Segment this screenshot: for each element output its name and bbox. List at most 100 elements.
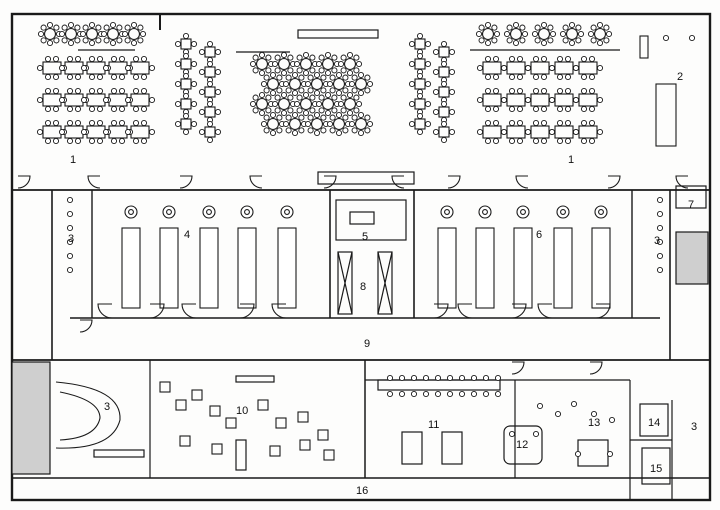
chair bbox=[102, 64, 110, 72]
label-3-corner: 3 bbox=[691, 421, 697, 433]
chair bbox=[519, 37, 526, 44]
chair bbox=[532, 87, 540, 95]
chair bbox=[492, 55, 500, 63]
chair bbox=[182, 112, 190, 120]
door-swing bbox=[447, 175, 461, 189]
bar-counter bbox=[591, 227, 611, 309]
chair bbox=[116, 37, 123, 44]
chair bbox=[478, 24, 485, 31]
chair bbox=[470, 390, 478, 398]
banquet-table bbox=[554, 125, 574, 139]
chair bbox=[568, 21, 576, 29]
square-table bbox=[204, 106, 216, 118]
chair bbox=[36, 96, 44, 104]
bar-counter bbox=[513, 227, 533, 309]
bar-counter bbox=[277, 227, 297, 309]
chair bbox=[342, 74, 349, 81]
round-table bbox=[127, 27, 141, 41]
round-table bbox=[343, 97, 357, 111]
round-table bbox=[321, 57, 335, 71]
chair bbox=[130, 39, 138, 47]
round-table bbox=[277, 57, 291, 71]
banquet-table bbox=[108, 125, 128, 139]
chair bbox=[58, 30, 66, 38]
banquet-table bbox=[130, 93, 150, 107]
chair bbox=[103, 37, 110, 44]
stool-seat bbox=[206, 209, 212, 215]
chair bbox=[588, 119, 596, 127]
chair bbox=[588, 73, 596, 81]
chair bbox=[269, 111, 277, 119]
chair bbox=[478, 37, 485, 44]
round-table bbox=[255, 57, 269, 71]
chair bbox=[287, 94, 294, 101]
kitchen-curve-inner bbox=[59, 391, 101, 441]
chair bbox=[124, 128, 132, 136]
door-swing bbox=[17, 175, 31, 189]
chair bbox=[556, 73, 564, 81]
chair bbox=[130, 21, 138, 29]
chair bbox=[337, 100, 345, 108]
label-10: 10 bbox=[236, 405, 248, 417]
chair bbox=[198, 68, 206, 76]
chair bbox=[340, 107, 347, 114]
chair bbox=[118, 73, 126, 81]
chair bbox=[564, 55, 572, 63]
chair bbox=[508, 87, 516, 95]
round-table bbox=[288, 117, 302, 131]
chair bbox=[139, 30, 147, 38]
chair bbox=[206, 120, 214, 128]
round-table bbox=[255, 97, 269, 111]
chair bbox=[580, 55, 588, 63]
chair bbox=[482, 390, 490, 398]
chair bbox=[80, 128, 88, 136]
chair bbox=[540, 105, 548, 113]
chair bbox=[508, 55, 516, 63]
chair bbox=[140, 119, 148, 127]
square-table bbox=[438, 66, 450, 78]
chair bbox=[446, 374, 454, 382]
chair bbox=[148, 64, 156, 72]
round-table bbox=[299, 97, 313, 111]
chair bbox=[102, 96, 110, 104]
chair bbox=[252, 67, 259, 74]
chair bbox=[424, 80, 432, 88]
chair bbox=[564, 73, 572, 81]
chair bbox=[58, 128, 66, 136]
label-6: 6 bbox=[536, 229, 542, 241]
chair bbox=[342, 127, 349, 134]
chair bbox=[575, 37, 582, 44]
bar-counter bbox=[199, 227, 219, 309]
chair bbox=[532, 119, 540, 127]
chair bbox=[249, 60, 257, 68]
chair bbox=[484, 21, 492, 29]
chair bbox=[458, 390, 466, 398]
chair bbox=[296, 94, 303, 101]
chair bbox=[190, 120, 198, 128]
chair bbox=[174, 60, 182, 68]
square-table bbox=[204, 126, 216, 138]
bar-counter bbox=[437, 227, 457, 309]
chair bbox=[596, 39, 604, 47]
banquet-table bbox=[578, 61, 598, 75]
desk bbox=[299, 439, 311, 451]
chair bbox=[293, 100, 301, 108]
bar-counter bbox=[159, 227, 179, 309]
chair bbox=[351, 87, 358, 94]
chair bbox=[313, 89, 321, 97]
chair bbox=[307, 87, 314, 94]
stool-seat bbox=[560, 209, 566, 215]
chair bbox=[476, 96, 484, 104]
label-8: 8 bbox=[360, 281, 366, 293]
chair bbox=[198, 48, 206, 56]
table-12 bbox=[503, 425, 543, 465]
chair bbox=[603, 24, 610, 31]
chair bbox=[118, 55, 126, 63]
chair bbox=[590, 37, 597, 44]
chair bbox=[432, 128, 440, 136]
chair bbox=[416, 112, 424, 120]
label-4: 4 bbox=[184, 229, 190, 241]
chair bbox=[285, 114, 292, 121]
chair bbox=[137, 24, 144, 31]
chair bbox=[285, 87, 292, 94]
